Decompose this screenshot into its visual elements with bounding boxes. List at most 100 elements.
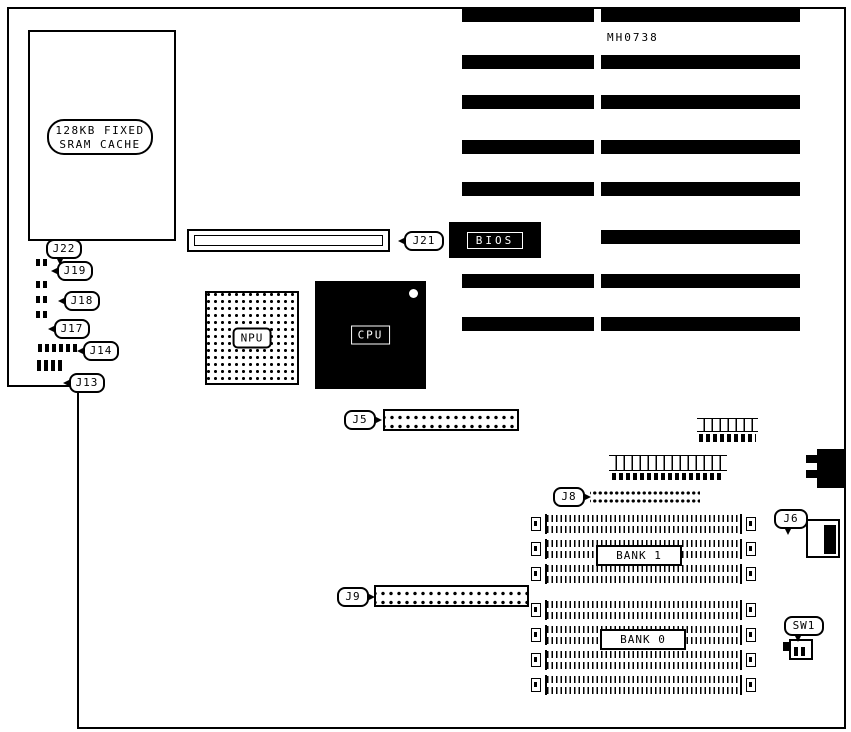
j18-connector-icon [36,296,49,303]
label-j13: J13 [63,373,105,393]
label-j19-text: J19 [63,264,87,277]
simm-socket [531,564,756,584]
j13-connector-icon [37,360,64,371]
label-pointer [48,325,56,333]
label-pointer [56,257,64,265]
label-pointer [374,416,382,424]
socket-clip-right [746,567,756,581]
npu-chip-label: NPU [232,327,272,349]
label-pointer [51,267,59,275]
label-j21-text: J21 [412,234,436,247]
cpu-chip-label: CPU [350,325,391,345]
bios-chip: BIOS [449,222,541,258]
label-j19: J19 [51,261,93,281]
label-j6-text: J6 [783,512,799,525]
socket-clip-left [531,603,541,617]
socket-clip-left [531,567,541,581]
label-j8-text: J8 [561,490,577,503]
terminal-block-pins [612,473,724,480]
cpu-chip: CPU [315,281,426,389]
npu-chip: NPU [205,291,299,385]
label-sw1-text: SW1 [792,619,816,632]
j21-slot [187,229,390,252]
j19-connector-icon [36,281,49,288]
j8-connector [590,487,700,506]
power-connector-pins [699,434,756,442]
isa-slot-bar [601,182,800,196]
socket-clip-left [531,517,541,531]
sram-cache-label-line1: 128KB FIXED [55,124,145,137]
socket-body [545,514,742,534]
socket-body [545,600,742,620]
socket-body [545,564,742,584]
isa-slot-bar [462,274,594,288]
j6-connector-inner [824,525,836,554]
j9-connector [374,585,529,607]
socket-clip-right [746,628,756,642]
isa-slot-bar [462,182,594,196]
isa-slot-bar [601,317,800,331]
sw1-switch-toggles [794,647,808,656]
simm-socket [531,600,756,620]
simm-socket [531,675,756,695]
isa-slot-bar [601,95,800,109]
cpu-pin1-dot [409,289,418,298]
label-pointer [77,347,85,355]
label-j14-text: J14 [89,344,113,357]
label-pointer [63,379,71,387]
label-pointer [583,493,591,501]
label-j9-text: J9 [345,590,361,603]
label-j22-text: J22 [52,242,76,255]
isa-slot-bar [462,8,594,22]
label-sw1: SW1 [784,616,824,642]
isa-slot-bar [601,55,800,69]
socket-clip-right [746,542,756,556]
bank1-label: BANK 1 [596,545,682,566]
terminal-block-connector [609,455,727,471]
label-j21: J21 [398,231,444,251]
label-j8: J8 [553,487,591,507]
j14-connector-icon [38,344,78,352]
socket-clip-right [746,653,756,667]
label-j17: J17 [48,319,90,339]
isa-slot-bar [462,95,594,109]
sram-cache-label: 128KB FIXED SRAM CACHE [47,119,153,155]
simm-socket [531,514,756,534]
socket-body [545,675,742,695]
j21-slot-inner [194,235,383,246]
socket-clip-left [531,628,541,642]
keyboard-connector [817,449,845,488]
socket-clip-left [531,678,541,692]
j17-connector-icon [36,311,49,318]
label-pointer [794,634,802,642]
isa-slot-bar [462,317,594,331]
isa-slot-bar [462,55,594,69]
label-j6: J6 [774,509,808,535]
bios-chip-label: BIOS [466,231,524,249]
socket-clip-right [746,517,756,531]
label-pointer [367,593,375,601]
socket-clip-left [531,653,541,667]
label-pointer [784,527,792,535]
isa-slot-bar [601,274,800,288]
sw1-tab [783,642,789,651]
power-connector-block [697,418,758,432]
label-j13-text: J13 [75,376,99,389]
label-j5-text: J5 [352,413,368,426]
label-j9: J9 [337,587,375,607]
isa-slot-bar [462,140,594,154]
simm-socket [531,650,756,670]
sram-cache-label-line2: SRAM CACHE [59,138,141,151]
part-number-text: MH0738 [607,31,659,44]
j5-connector [383,409,519,431]
label-j18-text: J18 [70,294,94,307]
keyboard-connector-pin [806,455,817,463]
isa-slot-bar [601,8,800,22]
label-j18: J18 [58,291,100,311]
label-j17-text: J17 [60,322,84,335]
socket-clip-right [746,603,756,617]
socket-clip-left [531,542,541,556]
isa-slot-bar [601,230,800,244]
